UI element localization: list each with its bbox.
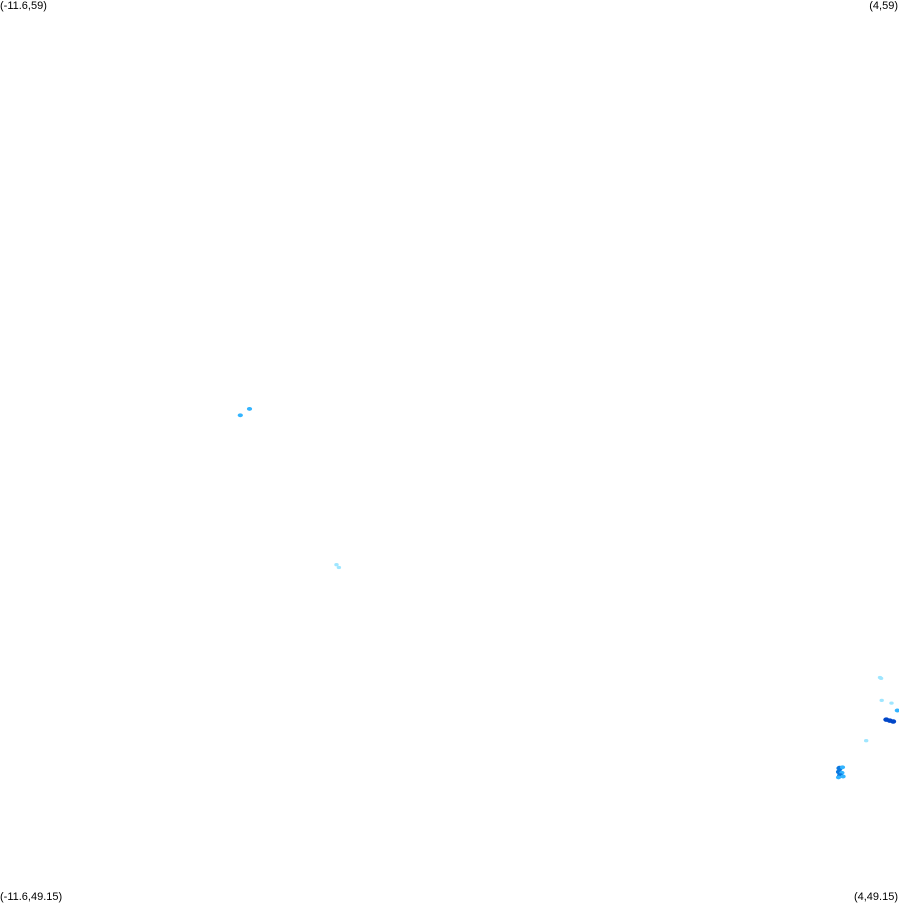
precip-echo-2 (334, 563, 339, 567)
precip-echo-0 (237, 413, 243, 418)
precip-echo-18 (840, 774, 846, 779)
precip-echo-14 (839, 765, 846, 770)
precip-echo-6 (879, 698, 884, 703)
precip-echo-5 (877, 675, 883, 680)
precip-echo-7 (889, 701, 894, 705)
corner-label-bottom-left: (-11.6,49.15) (0, 891, 63, 903)
precip-echo-12 (864, 739, 869, 743)
precip-echo-19 (835, 775, 842, 780)
precip-echo-8 (894, 708, 899, 713)
corner-label-top-left: (-11.6,59) (0, 0, 47, 12)
precip-echo-3 (336, 565, 342, 570)
precip-echo-1 (246, 406, 253, 411)
corner-label-top-right: (4,59) (869, 0, 898, 12)
corner-label-bottom-right: (4,49.15) (853, 891, 898, 903)
precip-echo-11 (890, 719, 897, 724)
